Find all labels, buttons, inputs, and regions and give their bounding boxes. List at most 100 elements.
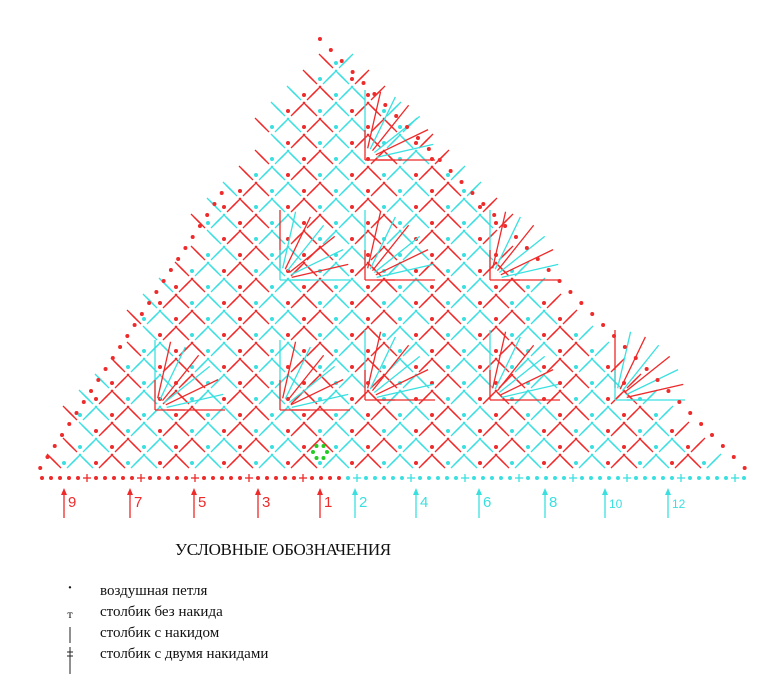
stitch-mark — [196, 443, 206, 453]
chain-stitch-mark — [562, 476, 566, 480]
chain-stitch-mark — [558, 349, 562, 353]
stitch-mark — [212, 267, 222, 277]
stitch-mark — [276, 235, 286, 245]
chain-stitch-mark — [334, 285, 338, 289]
chain-stitch-mark — [302, 317, 306, 321]
stitch-mark — [340, 75, 350, 85]
chain-stitch-mark — [270, 221, 274, 225]
stitch-mark — [164, 347, 174, 357]
chain-stitch-mark — [130, 476, 134, 480]
chain-stitch-mark — [574, 429, 578, 433]
stitch-mark — [420, 219, 430, 229]
stitch-mark — [132, 315, 142, 325]
chain-stitch-mark — [110, 413, 114, 417]
row-arrow-icon — [315, 488, 325, 518]
stitch-mark — [324, 59, 334, 69]
stitch-mark — [484, 411, 494, 421]
chain-stitch-mark — [398, 285, 402, 289]
stitch-mark — [324, 443, 334, 453]
chain-stitch-mark — [710, 433, 714, 437]
stitch-mark — [276, 299, 286, 309]
chain-stitch-mark — [350, 70, 355, 74]
chain-stitch-mark — [478, 301, 482, 305]
chain-stitch-mark — [382, 429, 386, 433]
stitch-mark — [164, 411, 174, 421]
stitch-mark — [644, 411, 654, 421]
chain-stitch-mark — [350, 397, 354, 401]
crochet-diagram — [38, 37, 747, 482]
chain-stitch-mark — [430, 317, 434, 321]
chain-stitch-mark — [270, 125, 274, 129]
chain-stitch-mark — [462, 445, 466, 449]
stitch-mark — [148, 459, 158, 469]
chain-stitch-mark — [462, 381, 466, 385]
stitch-mark — [372, 203, 382, 213]
stitch-mark — [260, 283, 270, 293]
stitch-mark — [492, 331, 507, 389]
chain-stitch-mark — [270, 253, 274, 257]
stitch-mark — [244, 203, 254, 213]
stitch-mark — [244, 171, 254, 181]
chain-stitch-mark — [655, 378, 660, 382]
stitch-mark — [596, 459, 606, 469]
chain-stitch-mark — [229, 476, 233, 480]
stitch-mark — [371, 104, 410, 152]
chain-stitch-mark — [606, 397, 610, 401]
chain-stitch-mark — [382, 205, 386, 209]
chain-stitch-mark — [125, 334, 130, 338]
row-number-label: 8 — [549, 494, 558, 511]
chain-stitch-mark — [382, 173, 386, 177]
stitch-mark — [660, 459, 670, 469]
chain-stitch-mark — [742, 466, 747, 470]
stitch-mark — [376, 143, 434, 158]
chain-stitch-mark — [494, 349, 498, 353]
stitch-mark — [644, 443, 654, 453]
stitch-mark — [376, 383, 434, 398]
chain-stitch-mark — [94, 461, 98, 465]
stitch-mark — [292, 123, 302, 133]
stitch-mark — [260, 347, 270, 357]
stitch-mark — [564, 363, 574, 373]
stitch-mark — [452, 187, 462, 197]
stitch-mark — [212, 331, 222, 341]
chain-stitch-mark — [394, 114, 399, 118]
stitch-mark — [564, 459, 574, 469]
chain-stitch-mark — [688, 476, 692, 480]
stitch-mark — [228, 219, 238, 229]
stitch-mark — [404, 139, 414, 149]
stitch-mark — [367, 331, 382, 389]
stitch-mark — [452, 219, 462, 229]
chain-stitch-mark — [606, 461, 610, 465]
stitch-mark — [436, 267, 446, 277]
chain-stitch-mark — [174, 349, 178, 353]
chain-stitch-mark — [364, 476, 368, 480]
chain-stitch-mark — [254, 237, 258, 241]
stitch-mark — [148, 299, 158, 309]
stitch-mark — [260, 411, 270, 421]
chain-stitch-mark — [414, 461, 418, 465]
stitch-mark — [116, 363, 126, 373]
chain-stitch-mark — [94, 397, 98, 401]
legend-label: столбик с накидом — [100, 625, 220, 641]
chain-stitch-mark — [526, 285, 530, 289]
stitch-mark — [621, 344, 660, 392]
chain-stitch-mark — [334, 61, 338, 65]
chain-stitch-mark — [654, 445, 658, 449]
stitch-mark — [372, 171, 382, 181]
stitch-mark — [196, 283, 206, 293]
chain-stitch-mark — [414, 173, 418, 177]
chain-stitch-mark — [302, 189, 306, 193]
chain-stitch-mark — [366, 317, 370, 321]
chain-stitch-mark — [499, 476, 503, 480]
stitch-mark — [373, 115, 421, 154]
chain-stitch-mark — [350, 301, 354, 305]
chain-stitch-mark — [503, 224, 508, 228]
stitch-mark — [371, 344, 410, 392]
chain-stitch-mark — [318, 365, 322, 369]
stitch-mark — [260, 379, 270, 389]
stitch-mark — [228, 251, 238, 261]
stitch-mark — [680, 421, 690, 431]
chain-stitch-mark — [183, 246, 188, 250]
chain-stitch-mark — [286, 173, 290, 177]
stitch-mark — [212, 363, 222, 373]
